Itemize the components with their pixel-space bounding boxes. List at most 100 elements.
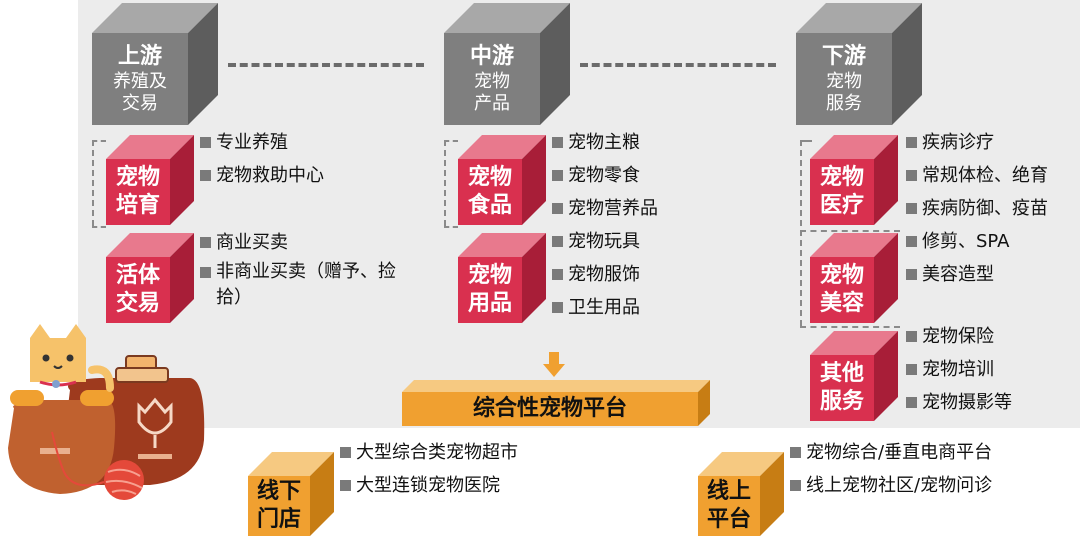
cube-front-face: [106, 159, 170, 225]
cube-side-face: [874, 331, 898, 421]
other-services-l1: 其他: [819, 361, 864, 386]
list-item: 美容造型: [906, 258, 1009, 291]
midstream-stage-box: 中游 宠物 产品: [444, 3, 570, 125]
upstream-bracket-top: [92, 140, 106, 142]
list-item-text: 疾病诊疗: [922, 132, 994, 153]
bullet-square-icon: [906, 236, 917, 247]
cube-shape: [698, 452, 784, 536]
other-services-list: 宠物保险宠物培训宠物摄影等: [906, 320, 1012, 419]
cube-top-face: [248, 452, 334, 476]
online-list: 宠物综合/垂直电商平台线上宠物社区/宠物问诊: [790, 436, 992, 502]
list-item-text: 卫生用品: [568, 297, 640, 318]
cube-side-face: [698, 380, 710, 426]
live-trade-list: 商业买卖非商业买卖（赠予、捡拾）: [200, 226, 420, 311]
cube-front-face: [810, 355, 874, 421]
list-item-text: 宠物主粮: [568, 132, 640, 153]
offline-l2: 门店: [256, 507, 301, 532]
list-item: 宠物培训: [906, 353, 1012, 386]
cube-top-face: [796, 3, 922, 33]
pet-breeding-box: 宠物 培育: [106, 135, 194, 225]
live-trade-l1: 活体: [115, 263, 160, 288]
cube-shape: [810, 233, 898, 323]
upstream-title: 上游: [117, 44, 162, 69]
bullet-square-icon: [200, 137, 211, 148]
bullet-square-icon: [340, 480, 351, 491]
downstream-sub1: 宠物: [826, 71, 862, 92]
pet-food-box: 宠物 食品: [458, 135, 546, 225]
list-item-text: 疾病防御、疫苗: [922, 198, 1048, 219]
bullet-square-icon: [552, 203, 563, 214]
other-services-box: 其他 服务: [810, 331, 898, 421]
list-item-text: 宠物培训: [922, 359, 994, 380]
platform-label: 综合性宠物平台: [472, 396, 627, 421]
list-item: 线上宠物社区/宠物问诊: [790, 469, 992, 502]
list-item: 宠物救助中心: [200, 159, 324, 192]
bullet-square-icon: [790, 447, 801, 458]
cube-shape: [92, 3, 218, 125]
bullet-square-icon: [906, 170, 917, 181]
list-item: 宠物主粮: [552, 126, 658, 159]
live-trade-box: 活体 交易: [106, 233, 194, 323]
pet-beauty-l1: 宠物: [819, 263, 864, 288]
midstream-sub1: 宠物: [474, 71, 510, 92]
upstream-bracket: [92, 140, 94, 226]
list-item-text: 商业买卖: [216, 232, 288, 253]
downstream-bracket-top: [800, 140, 812, 142]
cube-side-face: [892, 3, 922, 125]
pet-supplies-box: 宠物 用品: [458, 233, 546, 323]
upstream-stage-box: 上游 养殖及 交易: [92, 3, 218, 125]
list-item-text: 大型连锁宠物医院: [356, 475, 500, 496]
list-item-text: 非商业买卖（赠予、捡拾）: [216, 261, 396, 308]
cube-front-face: [402, 392, 698, 426]
list-item: 商业买卖: [200, 226, 420, 259]
list-item-text: 常规体检、绝育: [922, 165, 1048, 186]
bullet-square-icon: [340, 447, 351, 458]
cube-side-face: [874, 135, 898, 225]
pet-supplies-list: 宠物玩具宠物服饰卫生用品: [552, 225, 640, 324]
cube-front-face: [92, 33, 188, 125]
platform-bar: 综合性宠物平台: [402, 380, 710, 426]
downstream-title: 下游: [821, 44, 866, 69]
cube-shape: [106, 135, 194, 225]
list-item-text: 宠物摄影等: [922, 392, 1012, 413]
cube-front-face: [444, 33, 540, 125]
cube-top-face: [810, 135, 898, 159]
downstream-bracket-mid: [800, 230, 900, 232]
cube-side-face: [170, 135, 194, 225]
cube-front-face: [796, 33, 892, 125]
pet-beauty-l2: 美容: [819, 291, 864, 316]
list-item-text: 宠物综合/垂直电商平台: [806, 442, 993, 463]
list-item: 大型综合类宠物超市: [340, 436, 518, 469]
list-item-text: 美容造型: [922, 264, 994, 285]
pet-breeding-list: 专业养殖宠物救助中心: [200, 126, 324, 192]
list-item: 宠物玩具: [552, 225, 640, 258]
bullet-square-icon: [200, 267, 211, 278]
offline-list: 大型综合类宠物超市大型连锁宠物医院: [340, 436, 518, 502]
arrow-down-icon: [543, 352, 565, 377]
cube-side-face: [170, 233, 194, 323]
cube-shape: [796, 3, 922, 125]
pet-medical-box: 宠物 医疗: [810, 135, 898, 225]
list-item: 宠物零食: [552, 159, 658, 192]
online-l1: 线上: [706, 479, 751, 504]
offline-l1: 线下: [256, 479, 301, 504]
pet-supplies-l1: 宠物: [467, 263, 512, 288]
stage-connector-2: [580, 63, 776, 67]
cube-front-face: [106, 257, 170, 323]
midstream-bracket: [444, 140, 446, 226]
cube-side-face: [310, 452, 334, 536]
pet-medical-l2: 医疗: [819, 193, 864, 218]
other-services-l2: 服务: [819, 389, 864, 414]
list-item-text: 宠物服饰: [568, 264, 640, 285]
cube-top-face: [106, 233, 194, 257]
cube-top-face: [698, 452, 784, 476]
list-item: 常规体检、绝育: [906, 159, 1048, 192]
list-item: 宠物保险: [906, 320, 1012, 353]
upstream-sub1: 养殖及: [113, 71, 167, 92]
list-item: 宠物服饰: [552, 258, 640, 291]
cube-shape: [444, 3, 570, 125]
pet-food-l1: 宠物: [467, 165, 512, 190]
cube-top-face: [810, 233, 898, 257]
bullet-square-icon: [906, 364, 917, 375]
cube-shape: [810, 331, 898, 421]
